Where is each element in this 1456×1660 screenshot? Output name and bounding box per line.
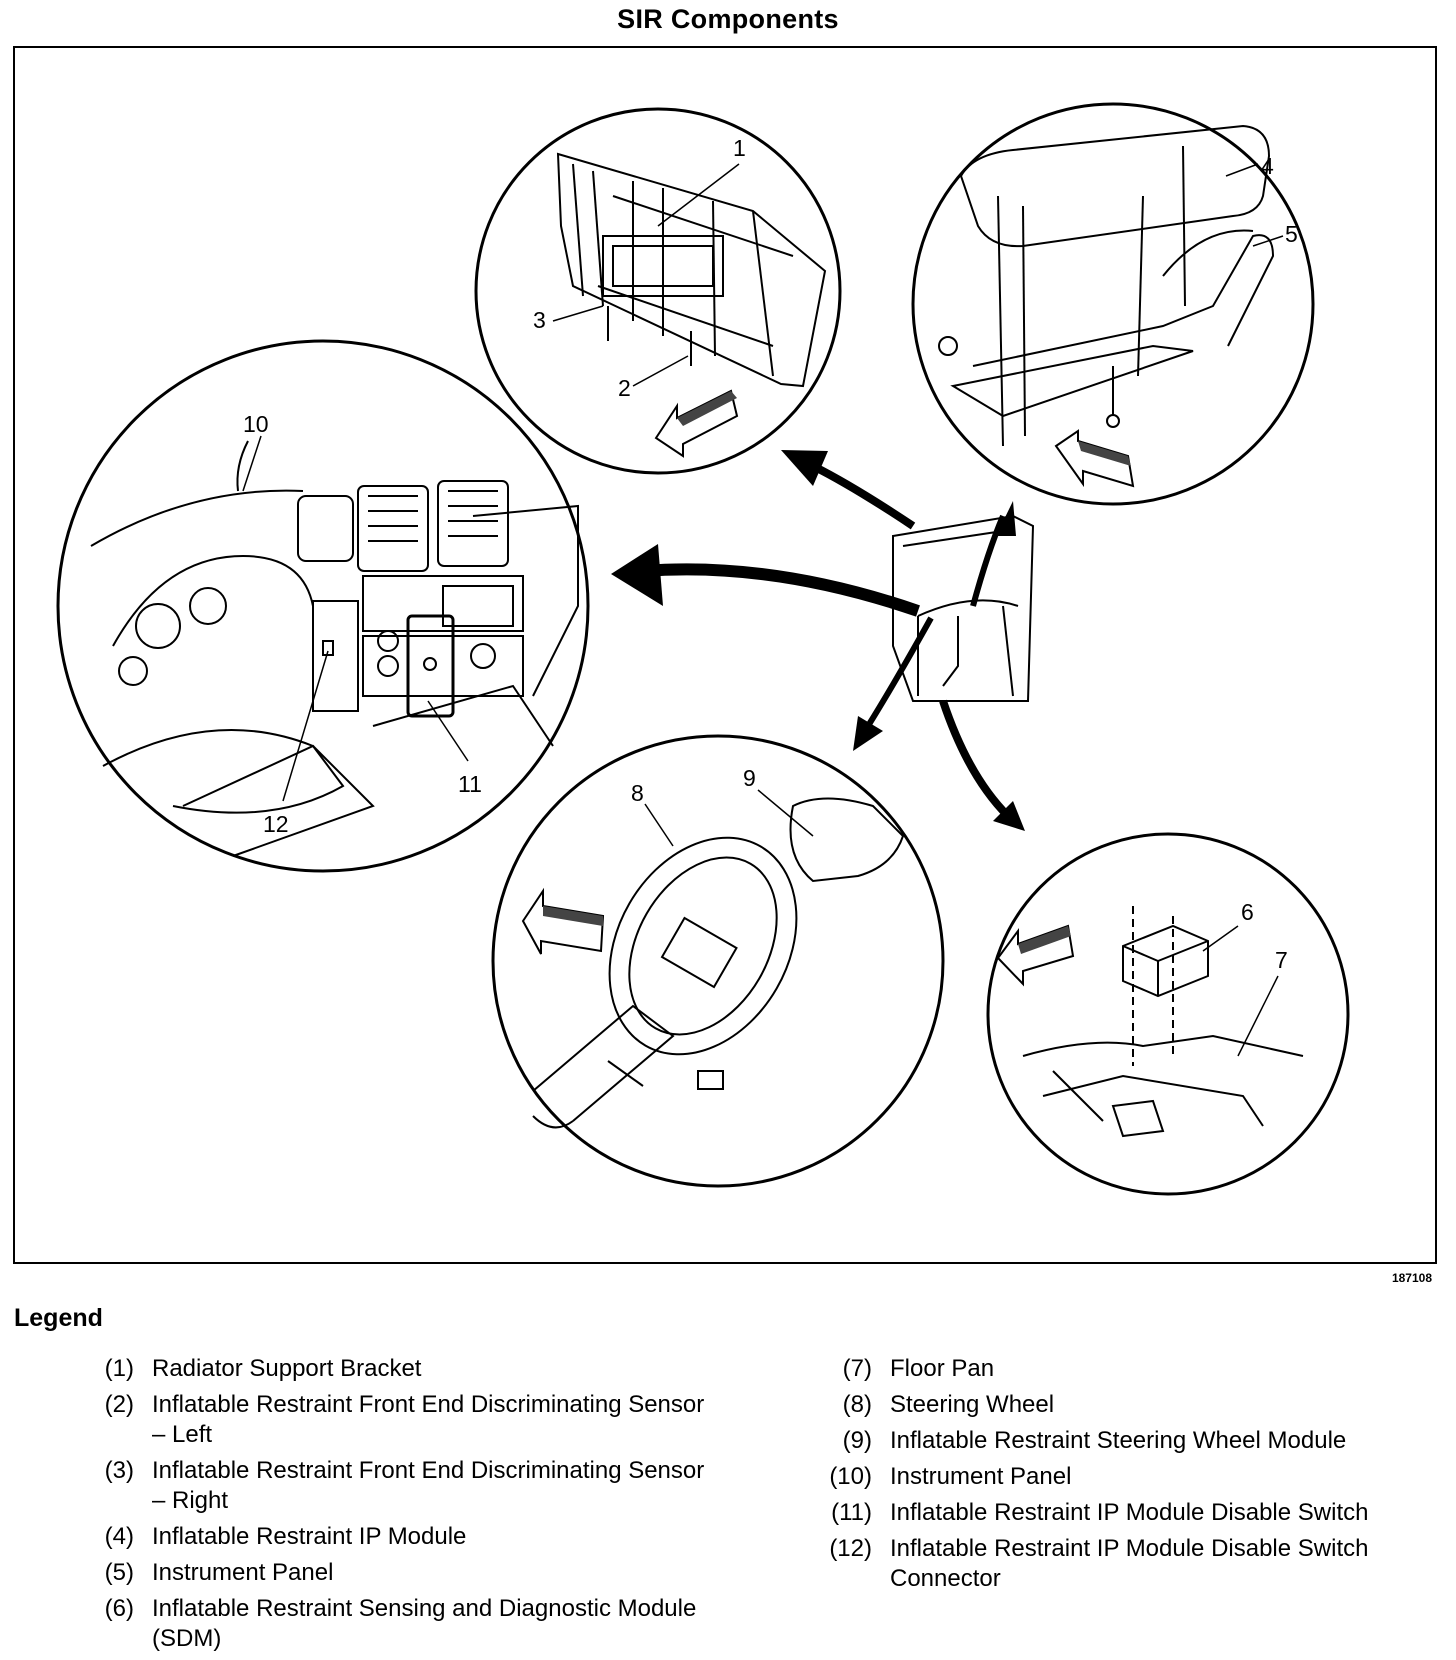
- legend-item: (11) Inflatable Restraint IP Module Disab…: [800, 1498, 1440, 1528]
- sdm-view: 6 7: [986, 832, 1350, 1196]
- legend-item: (3) Inflatable Restraint Front End Discri…: [72, 1456, 712, 1516]
- callout-2: 2: [618, 375, 631, 401]
- legend-item: (5) Instrument Panel: [72, 1558, 712, 1588]
- diagram-frame: 1 2 3 4 5: [13, 46, 1437, 1264]
- legend-item: (9) Inflatable Restraint Steering Wheel M…: [800, 1426, 1440, 1456]
- legend-number: (1): [104, 1355, 134, 1382]
- legend-text: Instrument Panel: [152, 1559, 334, 1586]
- legend-column-right: (7) Floor Pan (8) Steering Wheel (9) Inflat…: [800, 1354, 1440, 1600]
- legend-text: Instrument Panel: [890, 1463, 1072, 1490]
- legend-number: (3): [104, 1457, 134, 1484]
- legend-text: Inflatable Restraint IP Module Disable S…: [890, 1535, 1369, 1592]
- ip-module-view: 4 5: [911, 102, 1315, 506]
- legend-column-left: (1) Radiator Support Bracket (2) Inflatabl…: [72, 1354, 712, 1660]
- legend-item: (7) Floor Pan: [800, 1354, 1440, 1384]
- legend-text: Inflatable Restraint Steering Wheel Modu…: [890, 1427, 1347, 1454]
- radiator-support-view: 1 2 3: [474, 107, 842, 475]
- callout-10: 10: [243, 411, 269, 437]
- legend-number: (6): [104, 1595, 134, 1622]
- legend-text: Inflatable Restraint IP Module: [152, 1523, 467, 1550]
- legend-item: (4) Inflatable Restraint IP Module: [72, 1522, 712, 1552]
- legend-text: Radiator Support Bracket: [152, 1355, 422, 1382]
- callout-5: 5: [1285, 221, 1298, 247]
- legend-text: Inflatable Restraint Front End Discrimin…: [152, 1457, 705, 1514]
- legend-number: (4): [104, 1523, 134, 1550]
- diagram-title: SIR Components: [617, 4, 839, 34]
- callout-6: 6: [1241, 899, 1254, 925]
- legend-text: Inflatable Restraint Sensing and Diagnos…: [152, 1595, 697, 1652]
- figure-id: 187108: [1391, 1271, 1432, 1285]
- callout-8: 8: [631, 780, 644, 806]
- vehicle-overview: [892, 514, 1035, 702]
- steering-wheel-view: 8 9: [491, 734, 945, 1188]
- legend-text: Inflatable Restraint Front End Discrimin…: [152, 1391, 705, 1448]
- legend-number: (11): [831, 1499, 872, 1526]
- callout-12: 12: [263, 811, 289, 837]
- legend-item: (10) Instrument Panel: [800, 1462, 1440, 1492]
- legend-number: (2): [104, 1391, 134, 1418]
- legend-number: (7): [842, 1355, 872, 1382]
- legend-number: (5): [104, 1559, 134, 1586]
- legend-text: Inflatable Restraint IP Module Disable S…: [890, 1499, 1369, 1526]
- legend-text: Steering Wheel: [890, 1391, 1055, 1418]
- callout-7: 7: [1275, 947, 1288, 973]
- legend-text: Floor Pan: [890, 1355, 995, 1382]
- callout-11: 11: [458, 771, 482, 797]
- legend-title: Legend: [14, 1304, 103, 1332]
- callout-9: 9: [743, 765, 756, 791]
- legend-number: (9): [842, 1427, 872, 1454]
- locator-arrows: [611, 450, 1025, 831]
- legend-number: (10): [829, 1463, 872, 1490]
- legend-number: (8): [842, 1391, 872, 1418]
- legend-item: (1) Radiator Support Bracket: [72, 1354, 712, 1384]
- legend-item: (8) Steering Wheel: [800, 1390, 1440, 1420]
- legend-item: (12) Inflatable Restraint IP Module Disab…: [800, 1534, 1440, 1594]
- legend-item: (2) Inflatable Restraint Front End Discri…: [72, 1390, 712, 1450]
- instrument-panel-view: 10 11 12: [56, 339, 590, 873]
- callout-4: 4: [1261, 153, 1274, 179]
- legend-number: (12): [829, 1535, 872, 1562]
- legend-item: (6) Inflatable Restraint Sensing and Diag…: [72, 1594, 712, 1654]
- callout-3: 3: [533, 307, 546, 333]
- callout-1: 1: [733, 135, 746, 161]
